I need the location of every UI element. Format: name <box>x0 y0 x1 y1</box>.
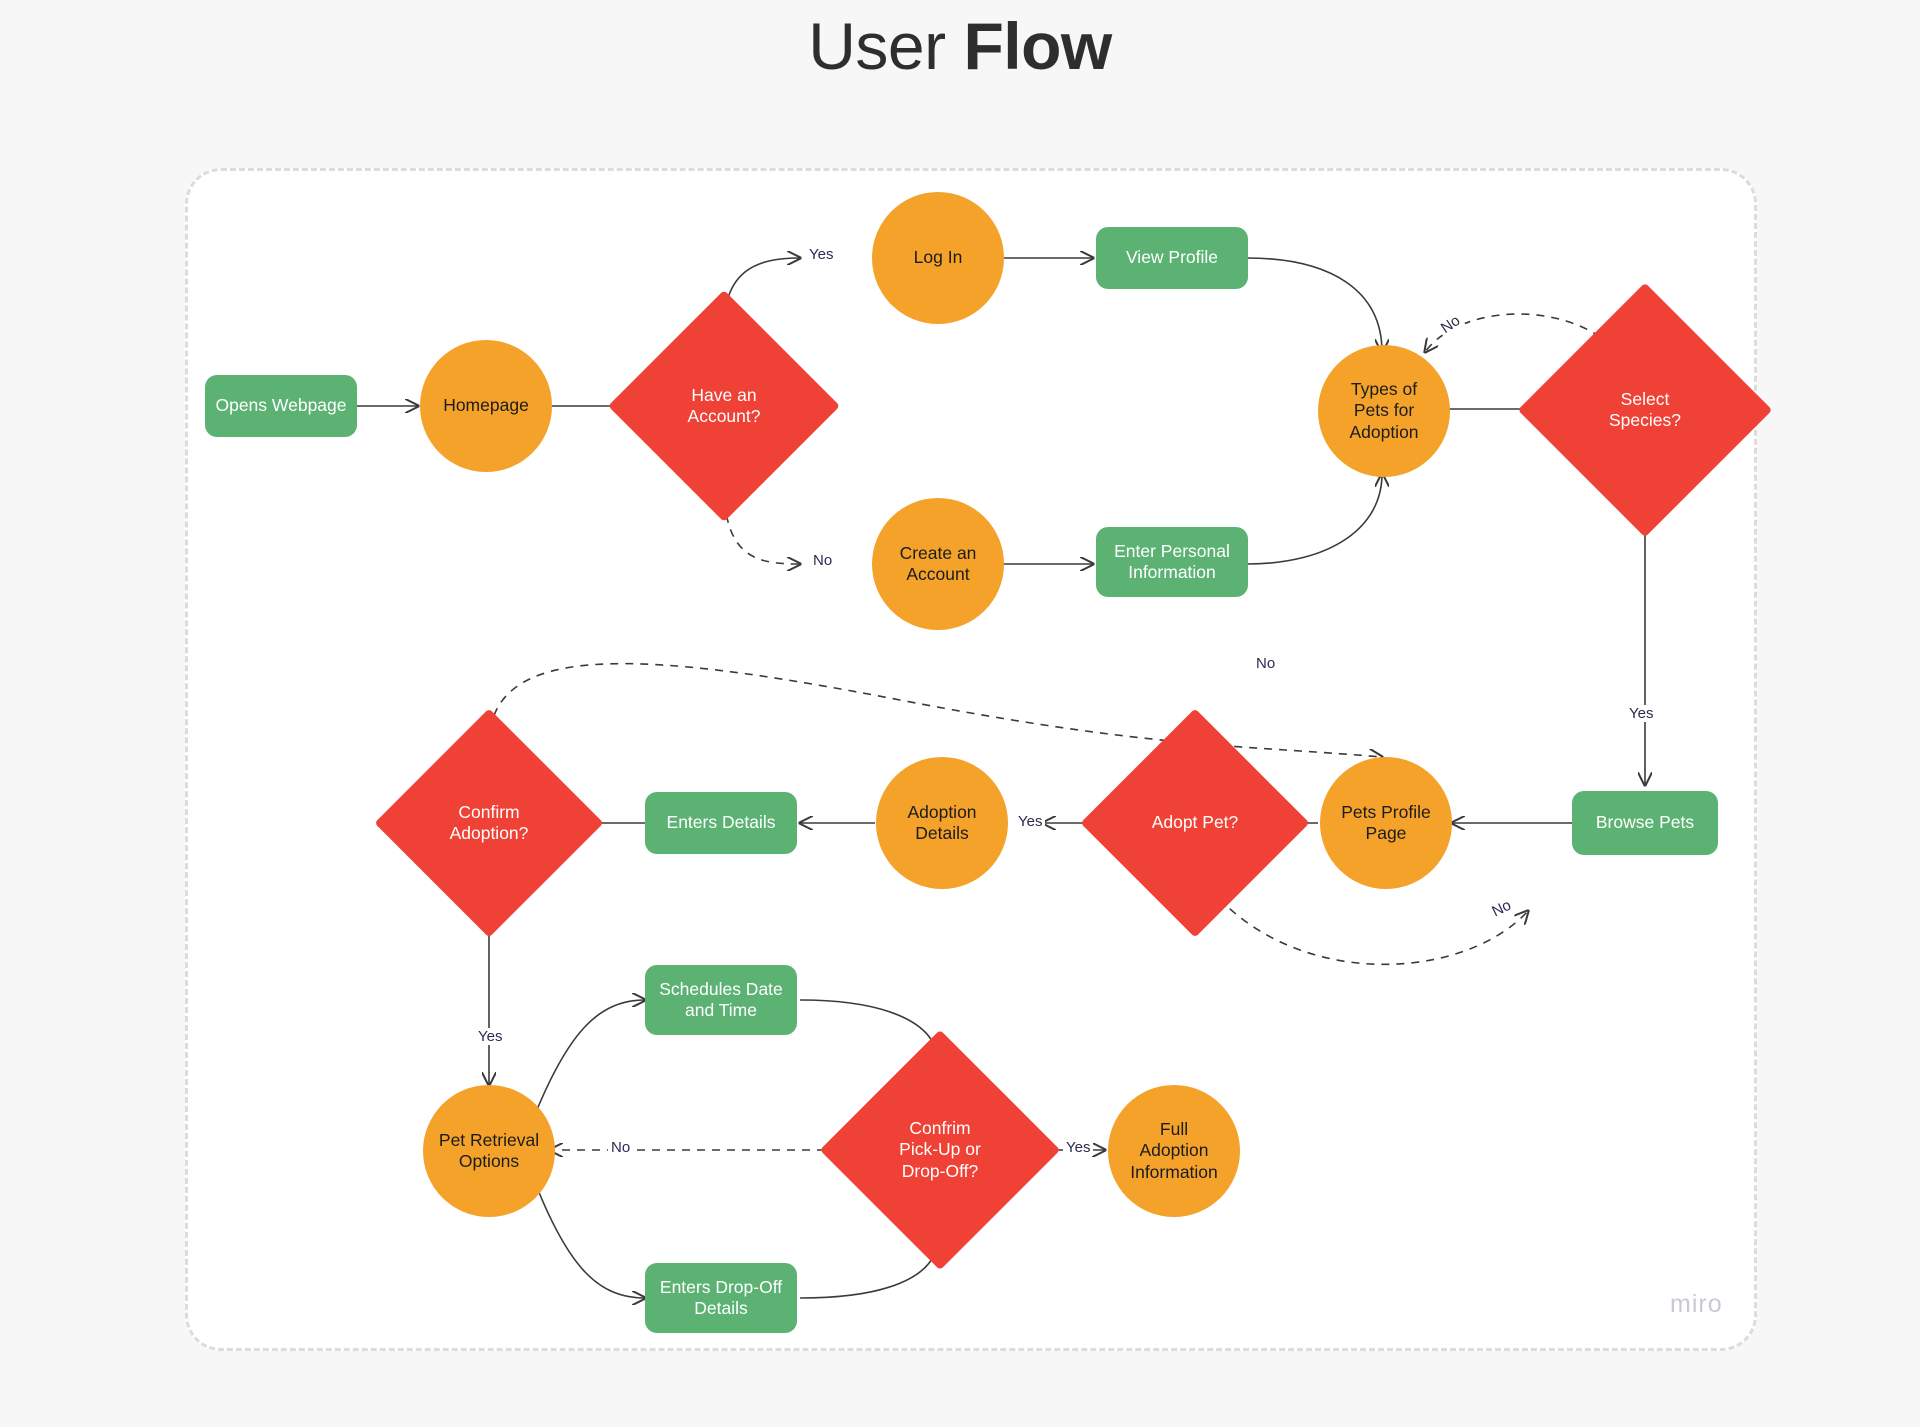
node-confirm-pick-up-or-drop-off[interactable]: Confrim Pick-Up or Drop-Off? <box>819 1029 1061 1271</box>
node-have-an-account[interactable]: Have an Account? <box>608 290 840 522</box>
edge-label-no-have-account: No <box>810 552 836 569</box>
node-label: Enters Drop-Off Details <box>659 1276 783 1318</box>
node-label: View Profile <box>1125 247 1219 268</box>
node-label: Log In <box>913 247 963 268</box>
edge-label-yes-confirm-pickup: Yes <box>1063 1139 1094 1156</box>
node-confirm-adoption[interactable]: Confirm Adoption? <box>374 708 604 938</box>
node-full-adoption-information[interactable]: Full Adoption Information <box>1108 1085 1240 1217</box>
page-title-light: User <box>808 9 964 83</box>
node-enter-personal-information[interactable]: Enter Personal Information <box>1096 527 1248 597</box>
node-label: Homepage <box>443 395 529 416</box>
node-opens-webpage[interactable]: Opens Webpage <box>205 375 357 437</box>
node-pet-retrieval-options[interactable]: Pet Retrieval Options <box>423 1085 555 1217</box>
node-label: Adopt Pet? <box>1151 812 1239 833</box>
node-adoption-details[interactable]: Adoption Details <box>876 757 1008 889</box>
node-label: Select Species? <box>1609 388 1681 430</box>
node-label: Create an Account <box>899 542 977 584</box>
miro-watermark: miro <box>1670 1290 1723 1318</box>
node-view-profile[interactable]: View Profile <box>1096 227 1248 289</box>
node-homepage[interactable]: Homepage <box>420 340 552 472</box>
node-label: Confrim Pick-Up or Drop-Off? <box>899 1117 981 1181</box>
node-label: Opens Webpage <box>215 395 347 416</box>
node-label: Pets Profile Page <box>1341 801 1431 843</box>
edge-label-yes-select-species: Yes <box>1626 705 1657 722</box>
node-browse-pets[interactable]: Browse Pets <box>1572 791 1718 855</box>
node-label: Have an Account? <box>687 384 761 426</box>
node-log-in[interactable]: Log In <box>872 192 1004 324</box>
node-label: Types of Pets for Adoption <box>1349 378 1419 442</box>
page-title: User Flow <box>0 6 1920 86</box>
node-label: Enter Personal Information <box>1114 540 1230 582</box>
node-types-of-pets-for-adoption[interactable]: Types of Pets for Adoption <box>1318 345 1450 477</box>
node-enters-drop-off-details[interactable]: Enters Drop-Off Details <box>645 1263 797 1333</box>
node-enters-details[interactable]: Enters Details <box>645 792 797 854</box>
node-label: Full Adoption Information <box>1130 1118 1218 1182</box>
node-create-an-account[interactable]: Create an Account <box>872 498 1004 630</box>
node-adopt-pet[interactable]: Adopt Pet? <box>1080 708 1310 938</box>
edge-label-no-confirm-adoption: No <box>1253 655 1279 672</box>
node-label: Browse Pets <box>1595 812 1695 833</box>
node-pets-profile-page[interactable]: Pets Profile Page <box>1320 757 1452 889</box>
edge-label-yes-have-account: Yes <box>806 246 837 263</box>
edge-label-yes-adopt-pet: Yes <box>1015 813 1046 830</box>
node-select-species[interactable]: Select Species? <box>1517 282 1773 538</box>
node-label: Pet Retrieval Options <box>438 1129 540 1171</box>
edge-label-no-confirm-pickup: No <box>608 1139 634 1156</box>
node-label: Confirm Adoption? <box>449 801 529 843</box>
node-label: Adoption Details <box>907 801 977 843</box>
node-label: Schedules Date and Time <box>659 978 783 1020</box>
edge-label-yes-confirm-adoption: Yes <box>475 1028 506 1045</box>
page-title-bold: Flow <box>963 9 1112 83</box>
node-label: Enters Details <box>666 812 776 833</box>
node-schedules-date-and-time[interactable]: Schedules Date and Time <box>645 965 797 1035</box>
